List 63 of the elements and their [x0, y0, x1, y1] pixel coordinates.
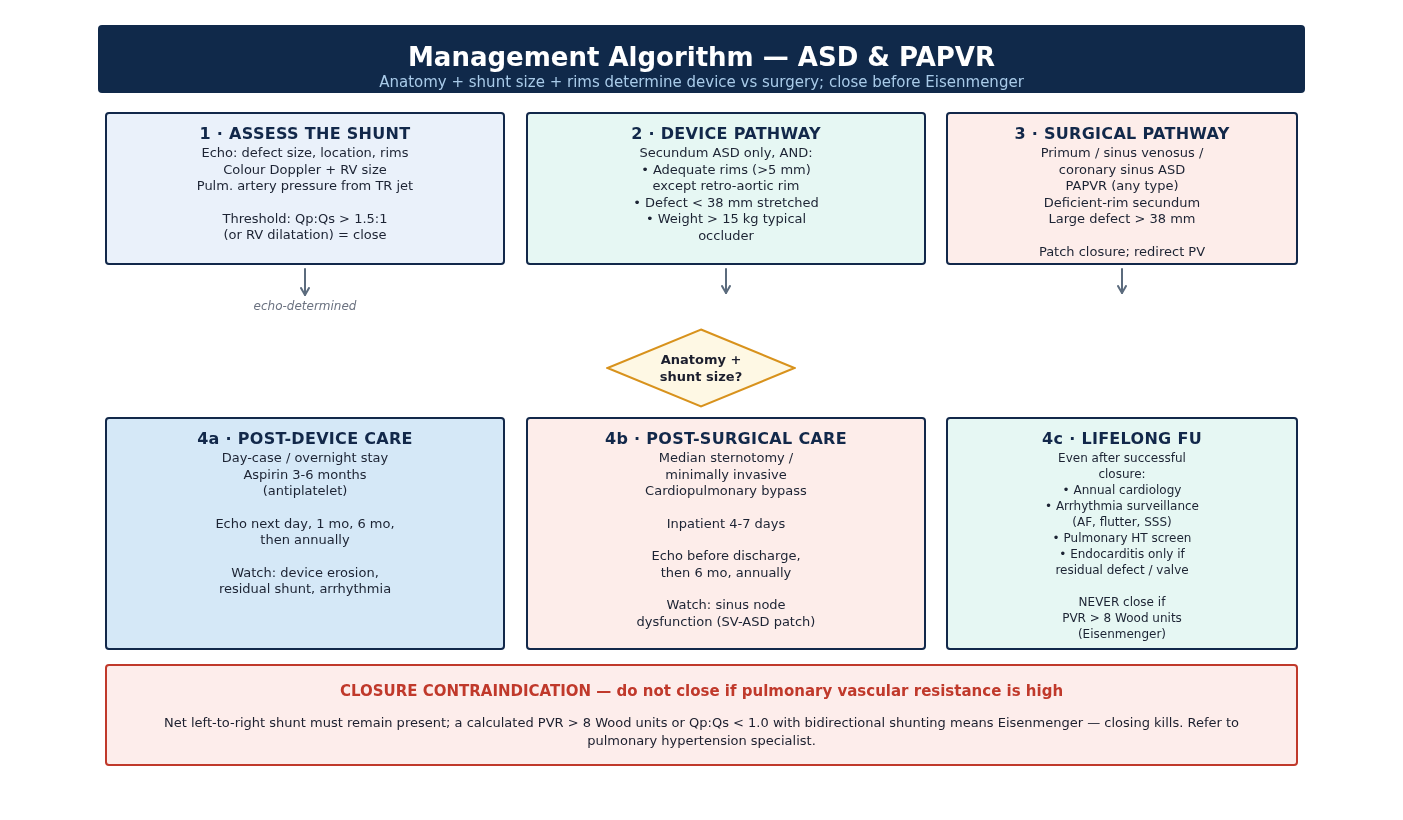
warning-text: Net left-to-right shunt must remain present; a calculated PVR > 8 Wood units or Qp:Qs < 1.0 with bidirectional shunting means Eisenmenger — closing kills. Refer to pulmonary hypertension specialist. — [162, 714, 1240, 750]
box-text: Primum / sinus venosus / — [1040, 145, 1204, 162]
box-text: closure: — [1098, 466, 1146, 482]
warning-box — [105, 664, 1298, 766]
box-text: Even after successful — [1058, 450, 1186, 466]
box-text: residual shunt, arrhythmia — [218, 581, 392, 598]
box-text: Inpatient 4-7 days — [666, 515, 786, 532]
box-text: Secundum ASD only, AND: — [639, 145, 813, 162]
box-text: then 6 mo, annually — [660, 564, 792, 581]
process-box — [526, 112, 926, 265]
box-text: Watch: device erosion, — [231, 564, 379, 581]
box-text: Echo next day, 1 mo, 6 mo, — [215, 515, 395, 532]
box-text: Large defect > 38 mm — [1048, 211, 1196, 228]
process-box — [105, 417, 505, 650]
box-text: (Eisenmenger) — [1077, 626, 1167, 642]
arrow — [300, 268, 310, 296]
box-text: • Annual cardiology — [1062, 482, 1182, 498]
process-box — [946, 417, 1298, 650]
subtitle: Anatomy + shunt size + rims determine device vs surgery; close before Eisenmenger — [379, 73, 1024, 91]
box-text: • Arrhythmia surveillance (AF, flutter, SSS) — [1044, 498, 1200, 530]
box-title: 3 · SURGICAL PATHWAY — [1014, 123, 1230, 145]
box-text: (or RV dilatation) = close — [223, 227, 387, 244]
note-text: echo-determined — [253, 299, 357, 314]
box-text: • Defect < 38 mm stretched — [633, 194, 819, 211]
box-text: coronary sinus ASD — [1058, 161, 1186, 178]
decision-diamond — [606, 328, 796, 408]
box-text: Deficient-rim secundum — [1043, 194, 1201, 211]
box-text: Echo: defect size, location, rims — [201, 145, 409, 162]
box-text: PAPVR (any type) — [1065, 178, 1179, 195]
box-text: PVR > 8 Wood units — [1062, 610, 1182, 626]
box-text: Threshold: Qp:Qs > 1.5:1 — [222, 210, 388, 227]
process-box — [526, 417, 926, 650]
box-text: then annually — [260, 532, 350, 549]
arrow — [721, 268, 731, 294]
box-text: Aspirin 3-6 months — [243, 466, 367, 483]
box-text: minimally invasive — [665, 466, 787, 483]
box-title: 2 · DEVICE PATHWAY — [631, 123, 821, 145]
box-text: • Adequate rims (>5 mm) except retro-aortic rim — [640, 161, 812, 195]
box-text: Colour Doppler + RV size — [223, 161, 387, 178]
process-box — [946, 112, 1298, 265]
box-text: Cardiopulmonary bypass — [645, 483, 807, 500]
arrow — [1117, 268, 1127, 294]
box-text: Pulm. artery pressure from TR jet — [196, 178, 414, 195]
box-title: 4c · LIFELONG FU — [1042, 428, 1202, 450]
box-title: 1 · ASSESS THE SHUNT — [199, 123, 411, 145]
decision-text: Anatomy + shunt size? — [658, 351, 744, 385]
box-text: NEVER close if — [1078, 594, 1166, 610]
warning-title: CLOSURE CONTRAINDICATION — do not close if pulmonary vascular resistance is high — [339, 681, 1064, 701]
box-text: dysfunction (SV-ASD patch) — [636, 613, 816, 630]
box-text: Echo before discharge, — [651, 548, 801, 565]
box-title: 4a · POST-DEVICE CARE — [197, 428, 413, 450]
box-text: • Endocarditis only if residual defect / valve — [1054, 546, 1190, 578]
diagram-title: Management Algorithm — ASD & PAPVR — [408, 42, 995, 72]
box-title: 4b · POST-SURGICAL CARE — [605, 428, 847, 450]
box-text: Patch closure; redirect PV — [1038, 243, 1206, 260]
box-text: Day-case / overnight stay — [221, 450, 389, 467]
process-box — [105, 112, 505, 265]
box-text: • Weight > 15 kg typical — [645, 211, 807, 228]
box-text: occluder — [698, 227, 754, 244]
box-text: Watch: sinus node — [666, 597, 786, 614]
box-text: Median sternotomy / — [658, 450, 794, 467]
box-text: • Pulmonary HT screen — [1052, 530, 1192, 546]
box-text: (antiplatelet) — [262, 483, 348, 500]
